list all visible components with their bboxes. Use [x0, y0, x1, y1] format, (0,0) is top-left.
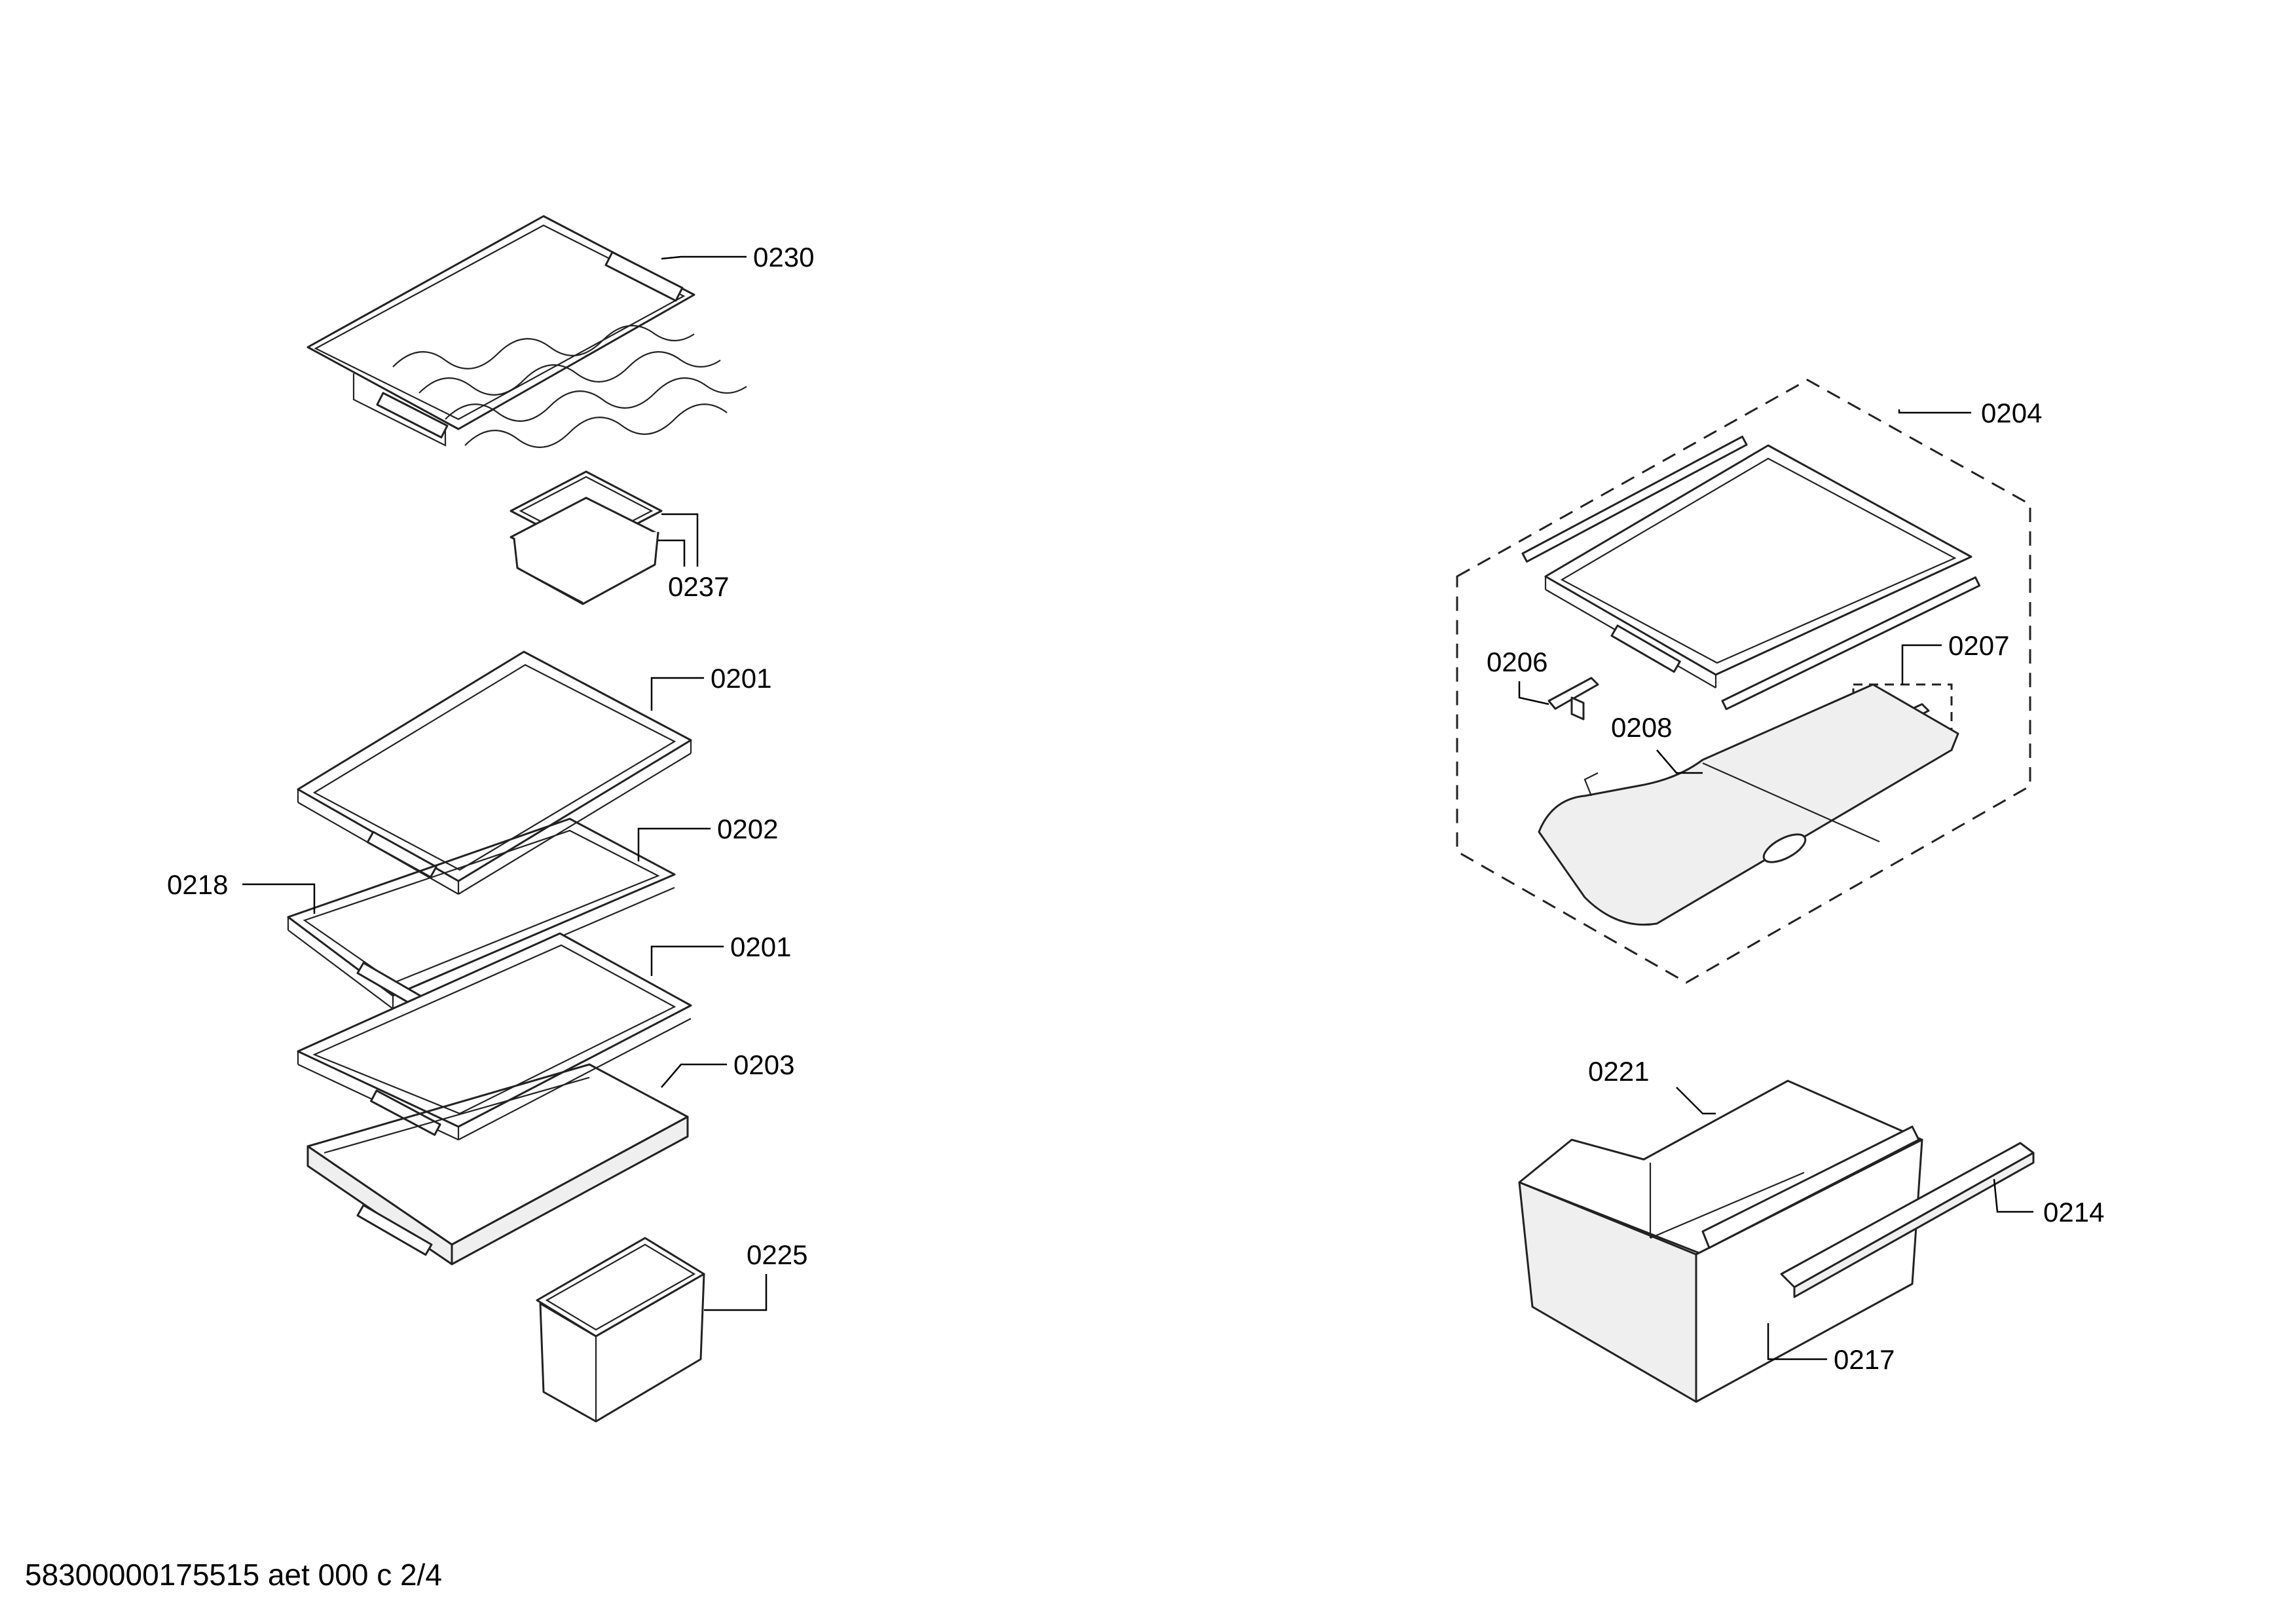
- butter-box-0237: [509, 470, 663, 605]
- glass-shelf-0201-top: [297, 650, 692, 895]
- shelf-frame-0203: [306, 1063, 689, 1266]
- assembly-0204-boundary: [1456, 379, 2031, 984]
- label-0225: 0225: [747, 1239, 807, 1270]
- label-0203: 0203: [733, 1049, 794, 1080]
- clip-0206: [1547, 677, 1599, 721]
- label-0218: 0218: [167, 869, 228, 900]
- footer-document-id: 58300000175515 aet 000 c 2/4: [25, 1558, 442, 1592]
- label-0221: 0221: [1588, 1056, 1649, 1087]
- glass-shelf-0204: [1521, 436, 1981, 711]
- label-0237: 0237: [668, 571, 729, 602]
- label-0208: 0208: [1611, 712, 1672, 743]
- wine-rack-0230: [306, 215, 747, 448]
- rail-0214: [1780, 1142, 2035, 1298]
- label-0214: 0214: [2043, 1197, 2104, 1228]
- glass-shelf-0201-bottom: [297, 932, 692, 1140]
- cover-0208: [1538, 683, 1959, 926]
- label-0201-bottom: 0201: [730, 931, 791, 962]
- label-0204: 0204: [1981, 398, 2042, 428]
- label-0230: 0230: [753, 242, 814, 272]
- label-0202: 0202: [717, 814, 778, 844]
- label-0207: 0207: [1948, 630, 2009, 661]
- label-0206: 0206: [1487, 647, 1547, 677]
- label-0201-top: 0201: [711, 663, 771, 694]
- box-0225: [536, 1237, 705, 1423]
- label-0217: 0217: [1834, 1344, 1895, 1375]
